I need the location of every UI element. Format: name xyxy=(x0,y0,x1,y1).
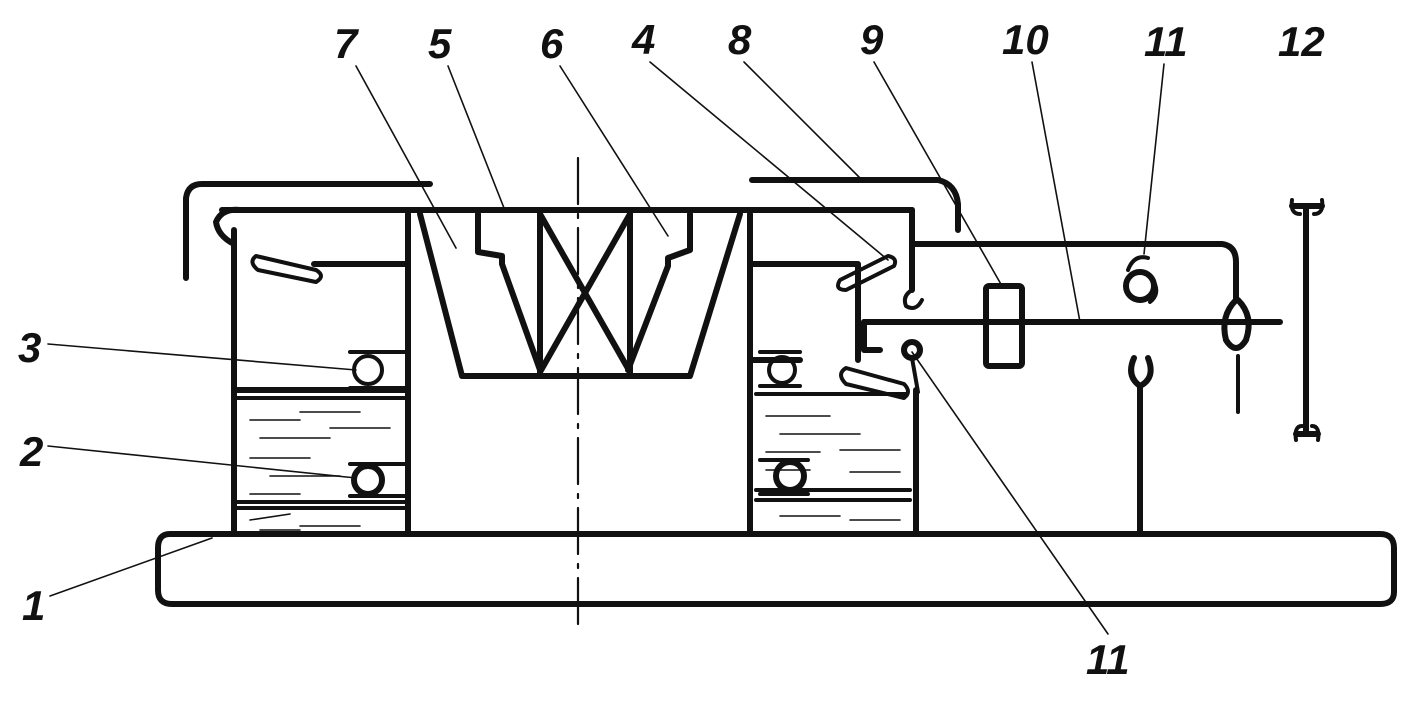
leader-9 xyxy=(873,61,1003,287)
lower-hook-support xyxy=(1128,355,1154,537)
leader-6 xyxy=(559,65,669,237)
base-plate xyxy=(155,531,1397,607)
leader-11-bottom xyxy=(911,351,1109,635)
weight-block xyxy=(983,283,1025,369)
right-lower-slanted-plate xyxy=(839,366,910,400)
upper-loop-pivot xyxy=(1123,255,1159,304)
label-8: 8 xyxy=(728,16,752,63)
right-housing xyxy=(747,211,1283,537)
central-cone-assembly xyxy=(417,211,743,379)
label-6: 6 xyxy=(540,20,564,67)
upper-link-bar xyxy=(909,207,1239,303)
right-oval-link xyxy=(1221,297,1252,414)
leader-10 xyxy=(1031,61,1081,323)
left-upper-ball xyxy=(348,350,410,390)
right-cover-shell xyxy=(749,177,961,233)
left-cover-shell xyxy=(183,181,433,281)
label-5: 5 xyxy=(428,20,452,67)
label-10: 10 xyxy=(1002,16,1049,63)
label-7: 7 xyxy=(334,20,359,67)
pivot-lower xyxy=(901,339,923,361)
left-housing xyxy=(213,206,411,537)
leader-7 xyxy=(355,65,457,249)
label-1: 1 xyxy=(22,582,45,629)
leader-lines xyxy=(47,61,1165,635)
label-12: 12 xyxy=(1278,18,1325,65)
leader-4 xyxy=(649,61,889,261)
label-9: 9 xyxy=(860,16,884,63)
left-slanted-plate xyxy=(250,254,323,284)
right-upper-slanted-plate xyxy=(836,254,898,292)
leader-3 xyxy=(47,343,357,371)
leader-2 xyxy=(47,445,357,479)
label-11-top: 11 xyxy=(1144,18,1188,65)
leader-11-top xyxy=(1143,63,1165,255)
label-2: 2 xyxy=(19,428,43,475)
left-lower-ball xyxy=(348,462,410,498)
small-pivot-upper xyxy=(902,288,924,310)
leader-8 xyxy=(743,61,863,181)
key-tool xyxy=(1289,198,1325,442)
right-lower-ball xyxy=(758,458,810,496)
label-3: 3 xyxy=(18,324,41,371)
pivot-lower-rod xyxy=(910,356,920,394)
right-upper-ball xyxy=(758,350,802,388)
label-4: 4 xyxy=(631,16,655,63)
leader-1 xyxy=(49,537,213,597)
leader-5 xyxy=(447,65,505,209)
label-11-bottom: 11 xyxy=(1086,636,1130,683)
